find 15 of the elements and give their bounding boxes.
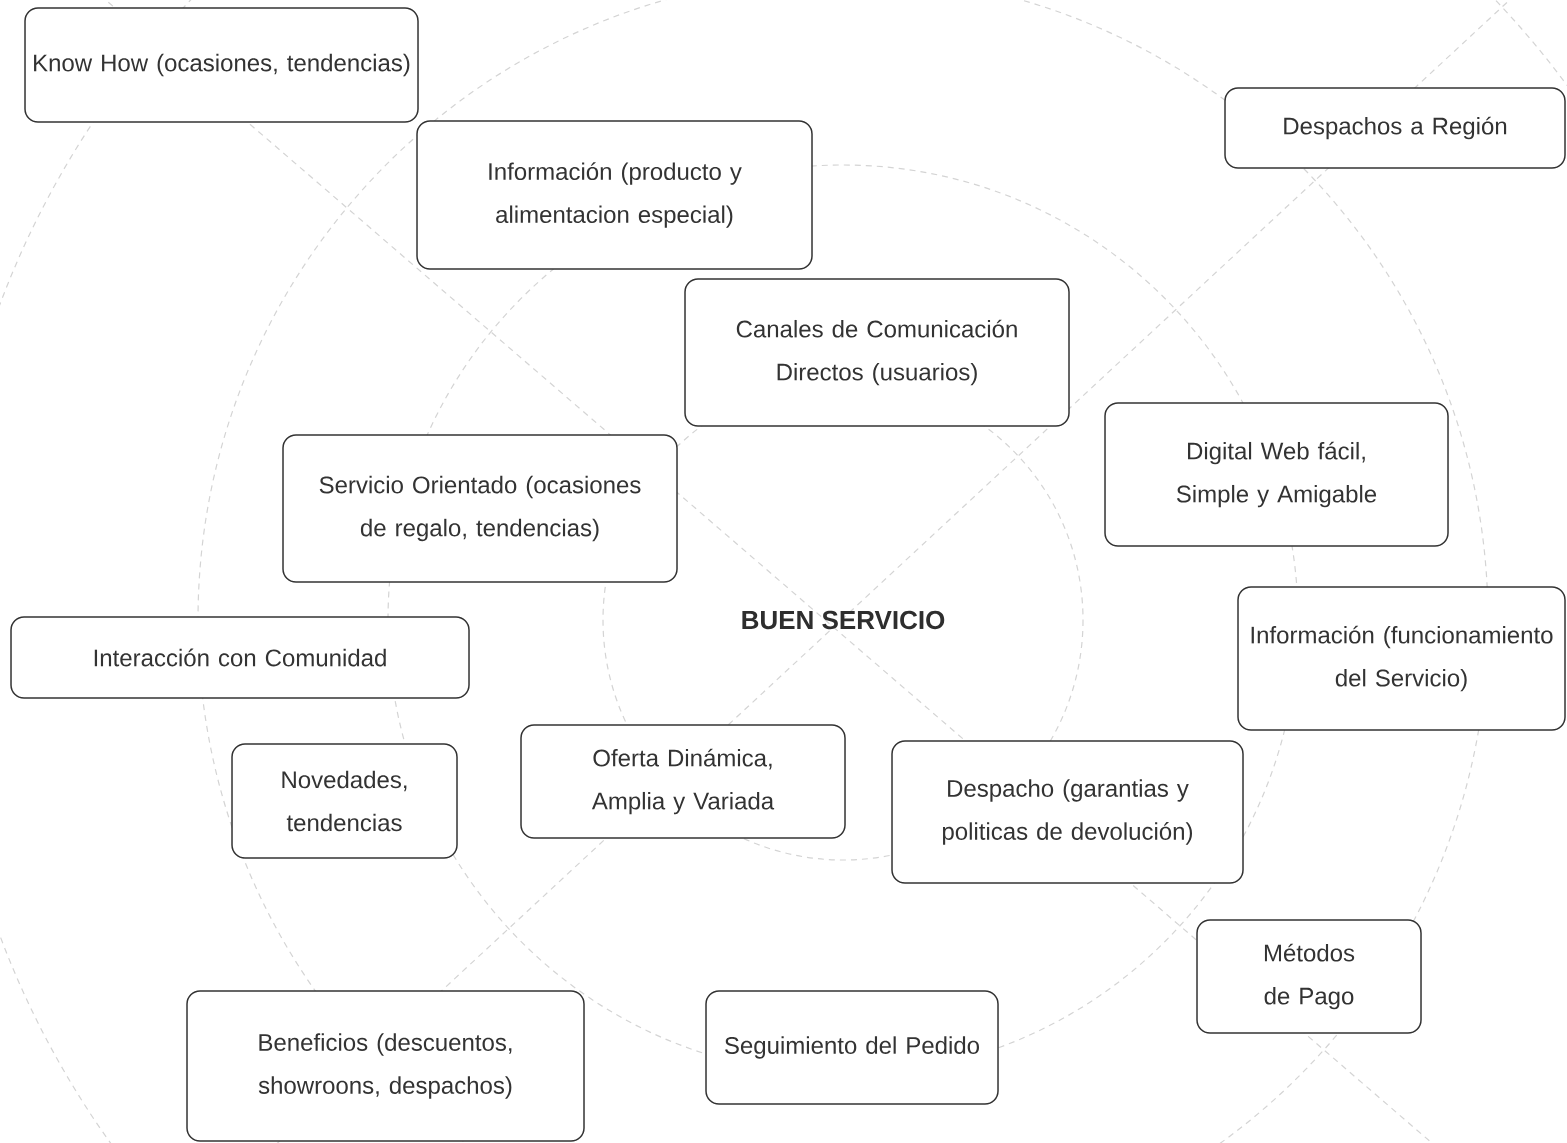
text-box: Canales de Comunicación Directos (usuarios) [684, 278, 1070, 427]
text-box: Despachos a Región [1224, 87, 1566, 169]
text-box: Oferta Dinámica, Amplia y Variada [520, 724, 846, 839]
text-box: Información (producto y alimentacion especial) [416, 120, 813, 270]
text-box: Servicio Orientado (ocasiones de regalo, tendencias) [282, 434, 678, 583]
text-box: Interacción con Comunidad [10, 616, 470, 699]
text-box: Despacho (garantias y politicas de devolución) [891, 740, 1244, 884]
text-box: Seguimiento del Pedido [705, 990, 999, 1105]
text-box: Know How (ocasiones, tendencias) [24, 7, 419, 123]
text-box: Información (funcionamiento del Servicio) [1237, 586, 1566, 731]
center-heading: BUEN SERVICIO [742, 610, 945, 630]
text-box: Digital Web fácil, Simple y Amigable [1104, 402, 1449, 547]
text-box: Beneficios (descuentos, showroons, despachos) [186, 990, 585, 1142]
text-box: Novedades, tendencias [231, 743, 458, 859]
text-box: Métodos de Pago [1196, 919, 1422, 1034]
